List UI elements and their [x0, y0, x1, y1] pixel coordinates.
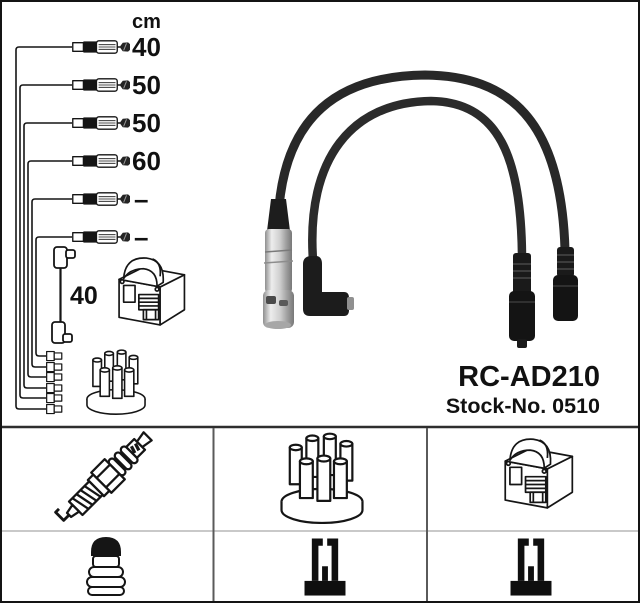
lead-wire-icon [72, 154, 130, 168]
wire-length-label: 60 [132, 146, 161, 176]
lead-wire-icon [72, 116, 130, 130]
socket-terminal-icon [304, 538, 346, 596]
spark-plug-icon [52, 424, 160, 532]
trunk-wire [27, 160, 72, 378]
bundle-plug-icon [46, 382, 63, 394]
bundle-plug-icon [46, 403, 63, 415]
wire-length-label: 50 [132, 108, 161, 138]
trunk-wire [19, 84, 72, 399]
trunk-wires [15, 46, 72, 410]
ignition-coil-icon [504, 438, 574, 509]
trunk-wire [15, 46, 72, 410]
lead-wire-icon [72, 78, 130, 92]
trunk-wire [23, 122, 72, 389]
stock-number: Stock-No. 0510 [446, 394, 600, 418]
length-labels: cm 40 50 50 60 – – 40 [70, 11, 161, 310]
bundle-plug-icon [46, 350, 63, 362]
wire-length-label: – [134, 184, 148, 214]
wire-length-label: 40 [132, 32, 161, 62]
ignition-coil-icon [118, 257, 186, 326]
cable-outer [274, 70, 570, 255]
silver-connector [263, 199, 294, 329]
distributor-cap-icon [86, 349, 146, 415]
wire-length-label: 50 [132, 70, 161, 100]
ignition-cable-set-photo [263, 70, 578, 348]
lead-wire-icon [72, 230, 130, 244]
right-angle-boot [303, 256, 354, 316]
wire-length-label: – [134, 222, 148, 252]
part-reference-block: RC-AD210 Stock-No. 0510 [446, 361, 600, 418]
bundle-plug-icon [46, 361, 63, 373]
terminal-nut-icon [86, 536, 126, 596]
bundle-plug-icon [46, 392, 63, 404]
part-number: RC-AD210 [458, 361, 600, 393]
length-schematic [15, 40, 186, 415]
lead-wire-icon [72, 40, 130, 54]
coil-lead-drawing [51, 246, 76, 344]
straight-connector-inner [509, 253, 535, 348]
coil-wire-length-label: 40 [70, 282, 98, 310]
compatibility-grid [2, 424, 638, 601]
bundle-plug-icon [46, 371, 63, 383]
trunk-wire [31, 198, 72, 368]
distributor-cap-icon [280, 432, 364, 524]
trunk-wire [35, 236, 72, 357]
cable-inner [308, 96, 527, 265]
length-unit-header: cm [132, 11, 161, 33]
straight-connector-outer [553, 247, 578, 321]
lead-wire-icon [72, 192, 130, 206]
socket-terminal-icon [510, 538, 552, 596]
